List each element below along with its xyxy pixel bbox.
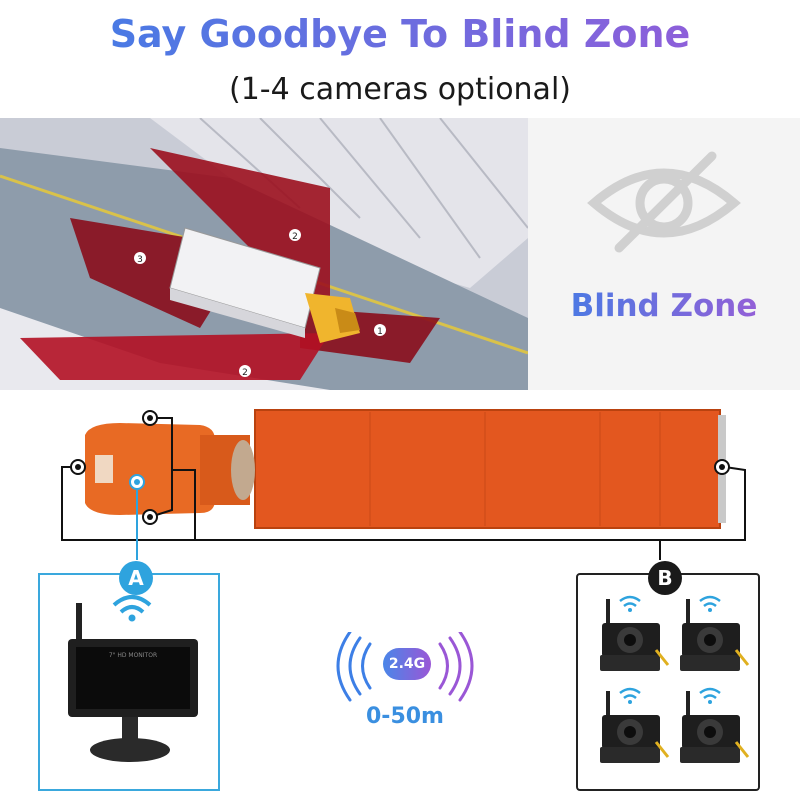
blind-zone-illustration: 3 2 1 2 bbox=[0, 118, 528, 390]
camera-node-bottom bbox=[142, 509, 158, 525]
badge-b: B bbox=[648, 561, 682, 595]
svg-text:1: 1 bbox=[377, 327, 383, 337]
trailer-body bbox=[254, 409, 721, 529]
camera-2 bbox=[678, 595, 750, 673]
frequency-badge: 2.4G bbox=[383, 648, 431, 680]
monitor-illustration: 7" HD MONITOR bbox=[68, 595, 198, 762]
zone-marker-1: 1 bbox=[374, 324, 386, 337]
blind-zone-panel: Blind Zone bbox=[528, 118, 800, 390]
camera-node-top bbox=[142, 410, 158, 426]
zone-marker-2-bottom: 2 bbox=[239, 365, 251, 378]
camera-panel bbox=[576, 573, 760, 791]
blind-zone-label: Blind Zone bbox=[528, 288, 800, 324]
monitor-panel: 7" HD MONITOR bbox=[38, 573, 220, 791]
svg-text:2: 2 bbox=[292, 232, 298, 242]
page-subtitle: (1-4 cameras optional) bbox=[229, 72, 571, 107]
camera-node-rear bbox=[714, 459, 730, 475]
camera-1 bbox=[598, 595, 670, 673]
camera-4 bbox=[678, 687, 750, 765]
wifi-icon bbox=[112, 595, 152, 622]
camera-wire-main bbox=[61, 466, 746, 541]
truck-wiring-diagram bbox=[61, 409, 746, 560]
svg-text:3: 3 bbox=[137, 255, 143, 265]
cameras-grid bbox=[598, 595, 750, 765]
signal-waves bbox=[336, 632, 474, 702]
svg-text:2: 2 bbox=[242, 368, 248, 378]
zone-marker-3: 3 bbox=[134, 252, 146, 265]
eye-slash-icon bbox=[587, 151, 741, 253]
zone-marker-2-top: 2 bbox=[289, 229, 301, 242]
street-scene: 3 2 1 2 bbox=[0, 118, 528, 390]
page-title: Say Goodbye To Blind Zone bbox=[0, 12, 800, 56]
camera-3 bbox=[598, 687, 670, 765]
svg-text:7" HD MONITOR: 7" HD MONITOR bbox=[109, 652, 157, 659]
badge-a: A bbox=[119, 561, 153, 595]
monitor-node bbox=[129, 474, 145, 490]
truck-cab bbox=[85, 423, 215, 515]
range-label: 0-50m bbox=[366, 704, 444, 729]
camera-node-left bbox=[70, 459, 86, 475]
